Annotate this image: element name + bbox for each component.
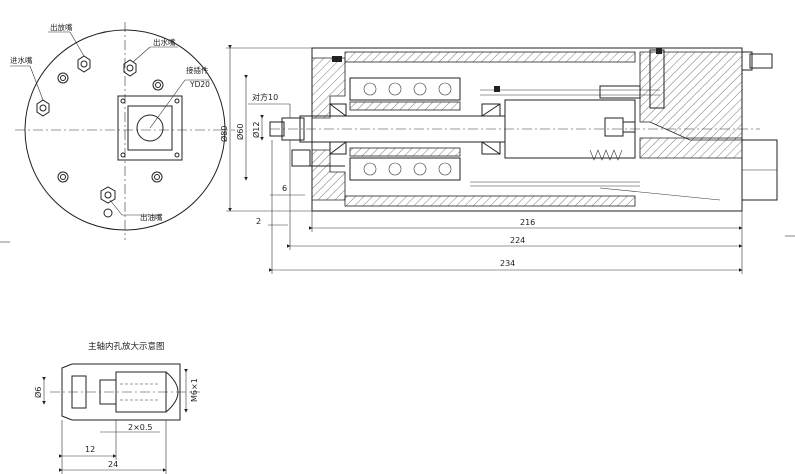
rear-nozzle xyxy=(749,53,773,69)
connector-model-label: YD20 xyxy=(189,80,210,89)
bolt-hole xyxy=(57,171,69,183)
stator-top xyxy=(349,77,461,101)
dim-12: 12 xyxy=(85,445,95,454)
oil-inlet-nozzle-label: 出放嘴 xyxy=(50,22,73,32)
bolt-hole xyxy=(151,171,163,183)
water-outlet-nozzle-icon xyxy=(123,59,137,77)
stator-bottom xyxy=(349,157,461,181)
bolt-hole xyxy=(57,72,69,84)
detail-view: 主轴内孔放大示意图 Ø6 M6×1 2×0.5 12 24 xyxy=(33,341,200,474)
connector-body xyxy=(127,105,173,151)
oil-outlet-nozzle-label: 出油嘴 xyxy=(140,212,163,222)
dim-dia-60: Ø60 xyxy=(235,124,245,140)
dim-dia-80: Ø80 xyxy=(219,126,229,142)
dim-dia-6: Ø6 xyxy=(33,387,43,398)
dim-234: 234 xyxy=(500,259,515,268)
front-bearing xyxy=(329,103,347,155)
spindle-nose xyxy=(281,117,305,141)
rear-housing-hatch xyxy=(639,51,743,141)
water-outlet-nozzle-label: 出水嘴 xyxy=(153,37,176,47)
dim-216: 216 xyxy=(520,218,535,227)
top-wall-hatch xyxy=(344,51,636,63)
dim-dia-12: Ø12 xyxy=(251,122,261,138)
front-cap-hatch xyxy=(311,57,346,119)
water-inlet-nozzle-icon xyxy=(36,99,50,117)
dim-6: 6 xyxy=(282,184,287,193)
rear-bearing xyxy=(481,103,501,155)
spring xyxy=(589,149,623,161)
connector-label: 接插件 xyxy=(186,65,209,75)
spindle-bore-outline xyxy=(61,363,181,421)
dim-chamfer: 2×0.5 xyxy=(128,423,153,432)
dim-224: 224 xyxy=(510,236,525,245)
dim-thread-m6: M6×1 xyxy=(190,378,199,402)
bottom-wall-hatch xyxy=(344,195,636,207)
section-dimensions: 216 224 234 2 6 Ø80 Ø60 Ø12 对方10 xyxy=(219,45,743,274)
oil-inlet-nozzle-icon xyxy=(77,55,91,73)
bolt-hole xyxy=(103,208,113,218)
water-inlet-nozzle-label: 进水嘴 xyxy=(10,55,33,65)
dim-24: 24 xyxy=(108,460,118,469)
dim-flats-10: 对方10 xyxy=(252,92,278,102)
bolt-hole xyxy=(152,79,164,91)
winding-coils xyxy=(363,82,452,176)
cap-screw xyxy=(604,117,624,137)
connector-hole xyxy=(136,114,164,142)
detail-title: 主轴内孔放大示意图 xyxy=(88,341,165,352)
section-view xyxy=(269,47,778,212)
front-view: 出放嘴 出水嘴 进水嘴 接插件 YD20 出油嘴 xyxy=(10,22,235,240)
oil-outlet-nozzle-icon xyxy=(100,186,116,204)
connector-flange xyxy=(117,95,183,161)
dim-2: 2 xyxy=(256,217,261,226)
